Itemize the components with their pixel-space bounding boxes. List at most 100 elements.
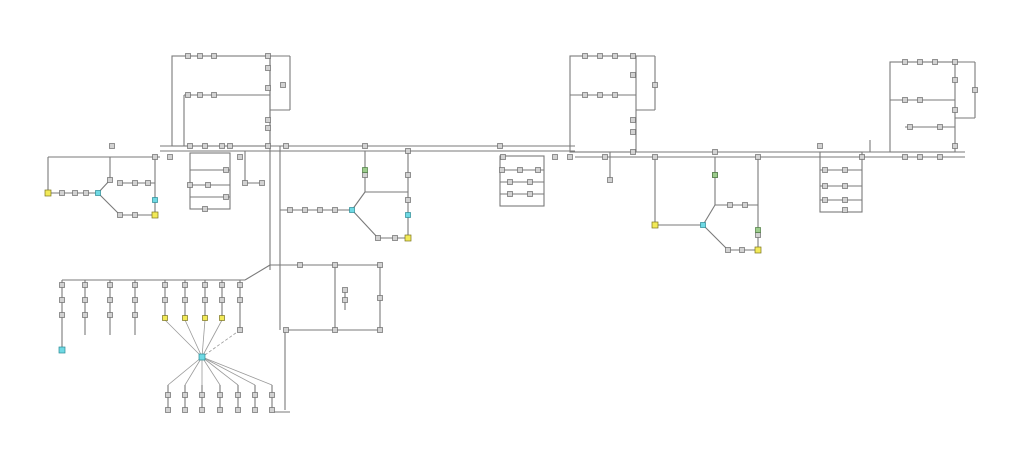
component-box: [252, 392, 258, 398]
component-box: [405, 172, 411, 178]
component-box: [132, 312, 138, 318]
component-box: [582, 53, 588, 59]
component-box: [917, 59, 923, 65]
component-box: [217, 407, 223, 413]
component-box: [597, 53, 603, 59]
component-box: [712, 149, 718, 155]
component-box: [527, 179, 533, 185]
component-box: [597, 92, 603, 98]
component-box: [822, 167, 828, 173]
component-box: [727, 202, 733, 208]
source-node: [44, 189, 52, 197]
component-box: [211, 92, 217, 98]
component-box: [217, 392, 223, 398]
middle-branch: [280, 151, 409, 239]
source-node: [202, 315, 208, 321]
component-box: [567, 154, 573, 160]
component-box: [223, 194, 229, 200]
left-cluster: [189, 151, 262, 210]
component-box: [117, 180, 123, 186]
component-box: [219, 297, 225, 303]
component-box: [107, 297, 113, 303]
component-box: [235, 407, 241, 413]
component-box: [932, 59, 938, 65]
component-box: [162, 297, 168, 303]
hub-node: [405, 212, 411, 218]
component-box: [917, 97, 923, 103]
component-box: [199, 407, 205, 413]
component-box: [375, 235, 381, 241]
main-bus: [48, 140, 965, 158]
component-box: [535, 167, 541, 173]
component-box: [185, 53, 191, 59]
component-box: [332, 327, 338, 333]
component-box: [630, 117, 636, 123]
load-node: [755, 227, 761, 233]
component-box: [197, 92, 203, 98]
component-box: [500, 154, 506, 160]
component-box: [242, 180, 248, 186]
component-box: [842, 207, 848, 213]
component-box: [377, 295, 383, 301]
component-box: [265, 117, 271, 123]
component-box: [109, 143, 115, 149]
component-box: [82, 312, 88, 318]
component-box: [937, 154, 943, 160]
component-box: [165, 407, 171, 413]
component-box: [269, 392, 275, 398]
component-box: [59, 190, 65, 196]
component-box: [280, 82, 286, 88]
component-box: [219, 143, 225, 149]
component-box: [755, 154, 761, 160]
component-box: [952, 143, 958, 149]
hub-node: [95, 190, 101, 196]
component-box: [202, 297, 208, 303]
component-box: [582, 92, 588, 98]
component-box: [145, 180, 151, 186]
component-box: [283, 143, 289, 149]
component-box: [527, 191, 533, 197]
component-box: [211, 53, 217, 59]
component-box: [952, 77, 958, 83]
component-box: [202, 282, 208, 288]
component-box: [405, 148, 411, 154]
component-box: [517, 167, 523, 173]
component-box: [332, 207, 338, 213]
component-box: [265, 143, 271, 149]
component-box: [219, 282, 225, 288]
source-node: [162, 315, 168, 321]
component-box: [952, 59, 958, 65]
component-box: [652, 82, 658, 88]
components: [44, 53, 978, 413]
component-box: [342, 297, 348, 303]
component-box: [132, 282, 138, 288]
component-box: [362, 172, 368, 178]
hub-node: [58, 346, 66, 354]
source-node: [182, 315, 188, 321]
component-box: [755, 232, 761, 238]
component-box: [377, 262, 383, 268]
component-box: [607, 177, 613, 183]
component-box: [152, 154, 158, 160]
component-box: [297, 262, 303, 268]
component-box: [497, 143, 503, 149]
component-box: [265, 65, 271, 71]
component-box: [612, 53, 618, 59]
component-box: [237, 297, 243, 303]
component-box: [83, 190, 89, 196]
component-box: [259, 180, 265, 186]
component-box: [162, 282, 168, 288]
component-box: [937, 124, 943, 130]
component-box: [302, 207, 308, 213]
component-box: [332, 262, 338, 268]
hub-node: [349, 207, 355, 213]
component-box: [822, 183, 828, 189]
component-box: [107, 312, 113, 318]
component-box: [972, 87, 978, 93]
component-box: [507, 179, 513, 185]
component-box: [252, 407, 258, 413]
component-box: [377, 327, 383, 333]
component-box: [82, 297, 88, 303]
component-box: [132, 180, 138, 186]
